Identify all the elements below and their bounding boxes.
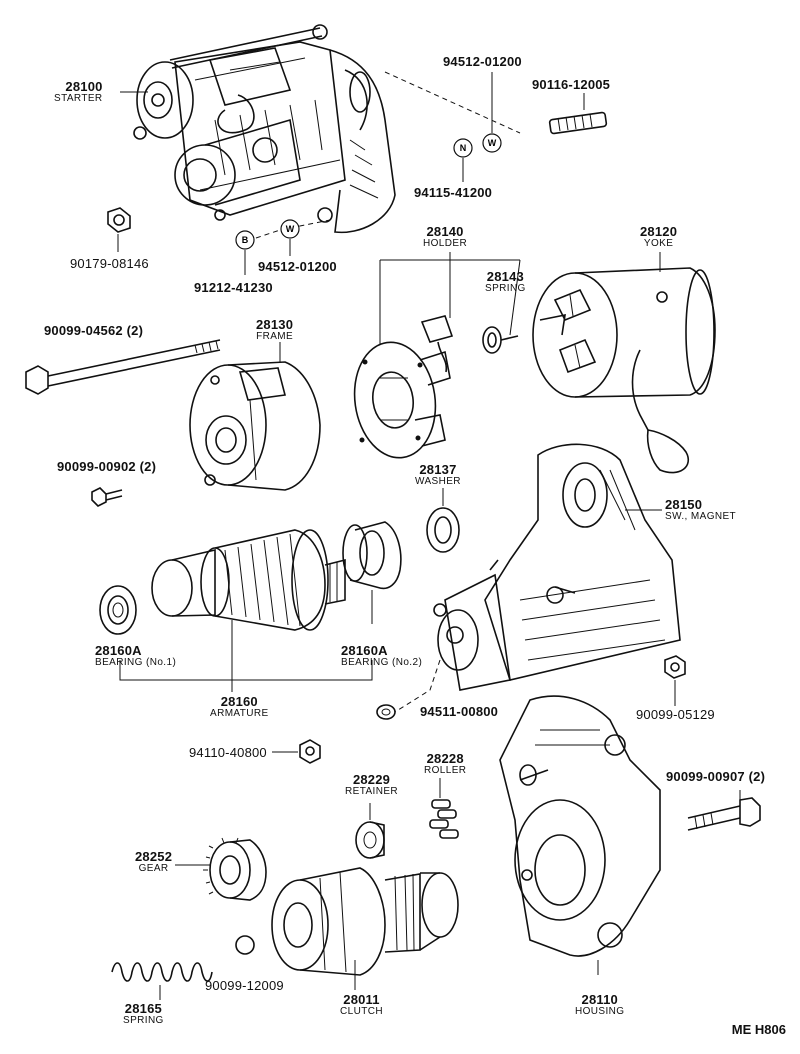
armature-28160 [151, 529, 346, 631]
brush-holder [353, 341, 451, 459]
label-roller: 28228 ROLLER [424, 751, 467, 776]
retainer-28229 [355, 821, 385, 859]
brush-piece [420, 315, 454, 373]
label-90116: 90116-12005 [532, 77, 611, 92]
bolt-90099-04562 [25, 339, 221, 395]
gear-28252 [203, 837, 267, 901]
label-housing: 28110 HOUSING [575, 992, 625, 1017]
label-90099-00902: 90099-00902 (2) [57, 459, 157, 474]
label-holder: 28140 HOLDER [423, 224, 468, 249]
bearing-no2 [342, 521, 402, 590]
label-frame: 28130 FRAME [256, 317, 294, 342]
spring-28165 [111, 962, 213, 982]
roller-28228 [429, 799, 459, 839]
nut-94110 [299, 739, 321, 764]
nut-90099-05129 [664, 655, 686, 679]
diagram-code: ME H806 [731, 1022, 786, 1037]
label-bearing-no1: 28160A BEARING (No.1) [95, 643, 177, 668]
stud-90116 [548, 111, 608, 135]
frame-28130 [189, 361, 321, 491]
nut-90179 [107, 207, 131, 233]
label-magnet-switch: 28150 SW., MAGNET [665, 497, 737, 522]
washer-28137 [426, 507, 460, 553]
label-94110: 94110-40800 [189, 745, 267, 760]
badge-w-top: W [488, 138, 497, 148]
label-94511: 94511-00800 [420, 704, 499, 719]
magnet-switch-28150 [433, 443, 681, 691]
label-clutch: 28011 CLUTCH [340, 992, 383, 1017]
label-bearing-no2: 28160A BEARING (No.2) [341, 643, 423, 668]
label-gear: 28252 GEAR [135, 849, 173, 874]
label-90099-05129: 90099-05129 [636, 707, 715, 722]
badge-b: B [242, 235, 249, 245]
label-yoke: 28120 YOKE [640, 224, 678, 249]
label-90099-00907: 90099-00907 (2) [666, 769, 766, 784]
label-94115: 94115-41200 [414, 185, 493, 200]
label-spring-28143: 28143 SPRING [485, 269, 526, 294]
label-spring-28165: 28165 SPRING [123, 1001, 164, 1026]
washer-94511 [376, 704, 396, 720]
label-94512-bottom: 94512-01200 [258, 259, 337, 274]
label-starter-name: STARTER [54, 93, 103, 104]
housing-28110 [499, 695, 661, 957]
clutch-28011 [271, 867, 459, 976]
label-94512-top: 94512-01200 [443, 54, 522, 69]
bolt-90099-00907 [687, 797, 761, 831]
yoke [532, 267, 716, 474]
bearing-no1 [99, 585, 137, 635]
badge-n: N [460, 143, 467, 153]
label-starter-number: 28100 [65, 79, 103, 94]
screw-90099-00902 [91, 487, 123, 507]
starter-assembly [133, 24, 396, 234]
label-90179: 90179-08146 [70, 256, 149, 271]
label-retainer: 28229 RETAINER [345, 772, 399, 797]
badge-w-bottom: W [286, 224, 295, 234]
ball-90099-12009 [235, 935, 255, 955]
label-starter: 28100 STARTER [54, 80, 103, 104]
spring-28143 [482, 326, 519, 354]
label-90099-04562: 90099-04562 (2) [44, 323, 144, 338]
label-90099-12009: 90099-12009 [205, 978, 284, 993]
label-washer: 28137 WASHER [415, 462, 461, 487]
label-armature: 28160 ARMATURE [210, 694, 269, 719]
label-91212: 91212-41230 [194, 280, 273, 295]
